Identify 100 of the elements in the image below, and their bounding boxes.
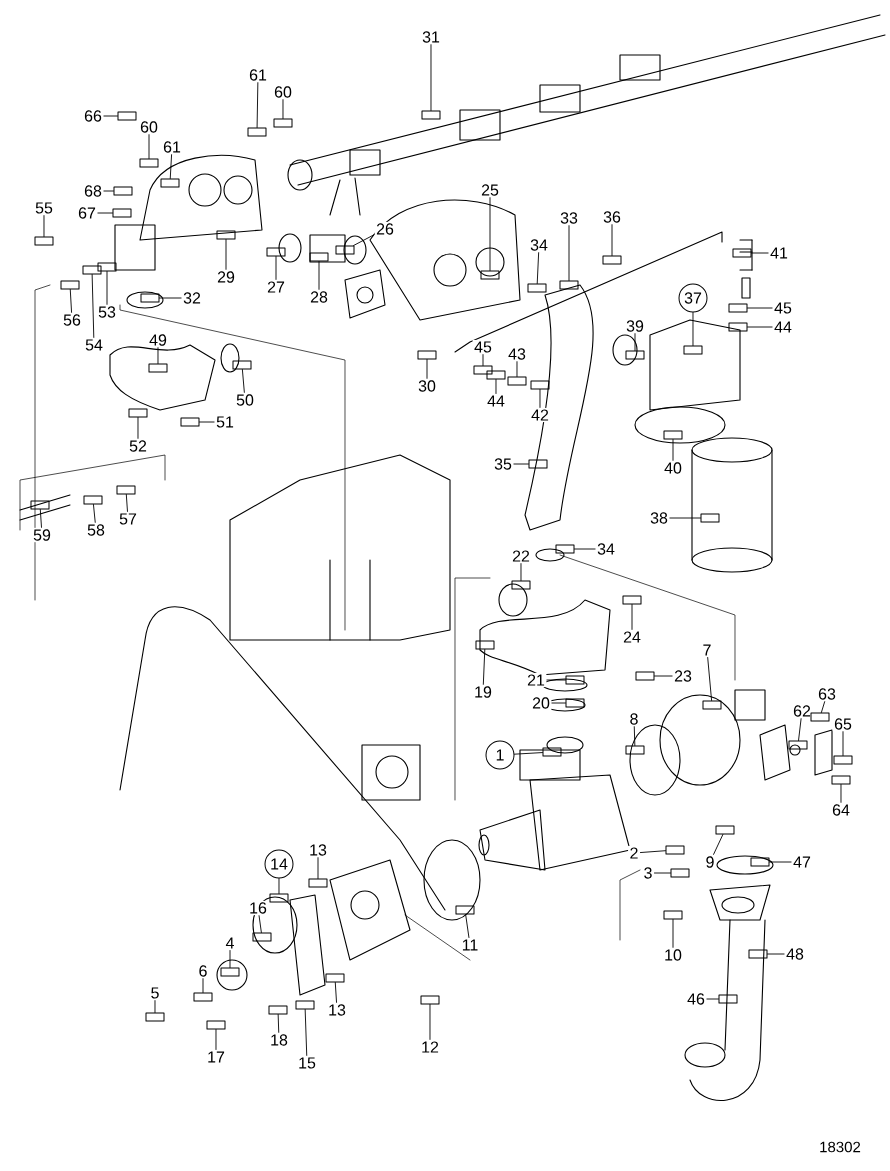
leader-line — [169, 154, 172, 179]
leader-line — [769, 861, 792, 863]
part-drawing — [665, 845, 685, 855]
callout-number: 28 — [308, 289, 330, 305]
part-drawing — [180, 417, 200, 427]
callout-number: 62 — [791, 703, 813, 719]
callout-number: 51 — [214, 414, 236, 430]
leader-line — [157, 347, 159, 364]
part-drawing — [455, 905, 475, 915]
leader-line — [707, 657, 713, 701]
leader-line — [536, 252, 540, 284]
leader-line — [93, 504, 96, 523]
callout-number: 34 — [528, 237, 550, 253]
leader-line — [97, 212, 113, 214]
callout-number: 43 — [506, 346, 528, 362]
leader-line — [202, 978, 204, 993]
callout-number: 25 — [479, 182, 501, 198]
part-drawing — [732, 248, 752, 258]
leader-line — [654, 675, 673, 677]
callout-number: 64 — [830, 802, 852, 818]
callout-number: 45 — [772, 300, 794, 316]
leader-line — [747, 326, 773, 328]
part-drawing — [700, 513, 720, 523]
part-drawing — [683, 345, 703, 355]
part-drawing — [417, 350, 437, 360]
leader-line — [842, 731, 844, 756]
callout-number: 38 — [648, 510, 670, 526]
part-drawing — [635, 671, 655, 681]
callout-number: 23 — [672, 668, 694, 684]
part-drawing — [420, 995, 440, 1005]
callout-number: 68 — [82, 183, 104, 199]
leader-line — [334, 982, 337, 1003]
circled-callout-number: 37 — [678, 283, 708, 313]
callout-number: 3 — [642, 865, 654, 881]
part-drawing — [718, 994, 738, 1004]
part-drawing — [269, 893, 289, 903]
part-drawing — [295, 1000, 315, 1010]
part-drawing — [148, 363, 168, 373]
leader-line — [482, 354, 484, 366]
leader-line — [159, 297, 182, 299]
callout-number: 5 — [149, 985, 161, 1001]
leader-line — [318, 261, 320, 290]
callout-number: 47 — [791, 855, 813, 869]
callout-number: 16 — [247, 900, 269, 916]
part-drawing — [748, 949, 768, 959]
callout-number: 20 — [530, 695, 552, 711]
callout-number: 41 — [768, 246, 790, 260]
callout-number: 7 — [701, 643, 713, 657]
leader-line — [199, 421, 215, 423]
leader-line — [154, 1000, 156, 1013]
part-drawing — [473, 365, 493, 375]
callout-number: 19 — [472, 684, 494, 700]
part-drawing — [486, 370, 506, 380]
leader-line — [103, 190, 114, 192]
part-drawing — [193, 992, 213, 1002]
part-drawing — [220, 967, 240, 977]
callout-number: 35 — [492, 456, 514, 472]
callout-number: 50 — [234, 392, 256, 408]
callout-number: 58 — [85, 522, 107, 538]
leader-line — [489, 197, 491, 271]
part-drawing — [542, 747, 562, 757]
part-drawing — [252, 932, 272, 942]
leader-line — [713, 834, 724, 855]
callout-number: 31 — [420, 29, 442, 45]
part-drawing — [527, 283, 547, 293]
callout-number: 13 — [326, 1002, 348, 1018]
part-drawing — [232, 360, 252, 370]
callout-number: 49 — [147, 332, 169, 348]
leader-line — [106, 271, 108, 305]
drawing-number: 18302 — [820, 1141, 861, 1153]
part-drawing — [507, 376, 527, 386]
callout-number: 17 — [205, 1050, 227, 1064]
leader-line — [640, 850, 666, 853]
callout-number: 46 — [685, 991, 707, 1007]
part-drawing — [325, 973, 345, 983]
part-drawing — [273, 118, 293, 128]
callout-number: 6 — [197, 963, 209, 979]
leader-line — [241, 369, 245, 393]
callout-number: 39 — [624, 318, 646, 334]
leader-line — [258, 915, 262, 933]
part-drawing — [833, 755, 853, 765]
callout-number: 11 — [460, 938, 480, 952]
leader-line — [225, 239, 227, 270]
leader-line — [514, 752, 543, 755]
part-drawing — [475, 640, 495, 650]
callout-number: 34 — [595, 541, 617, 557]
part-drawing — [30, 500, 50, 510]
callout-number: 56 — [61, 312, 83, 328]
callout-number: 44 — [772, 320, 794, 334]
part-drawing — [622, 595, 642, 605]
part-drawing — [160, 178, 180, 188]
leader-line — [669, 517, 701, 519]
leader-line — [482, 649, 486, 685]
part-drawing — [530, 380, 550, 390]
callout-number: 27 — [265, 279, 287, 295]
leader-line — [574, 548, 596, 550]
callout-number: 66 — [82, 108, 104, 124]
part-drawing — [82, 265, 102, 275]
leader-line — [429, 1004, 431, 1040]
callout-number: 60 — [138, 119, 160, 135]
